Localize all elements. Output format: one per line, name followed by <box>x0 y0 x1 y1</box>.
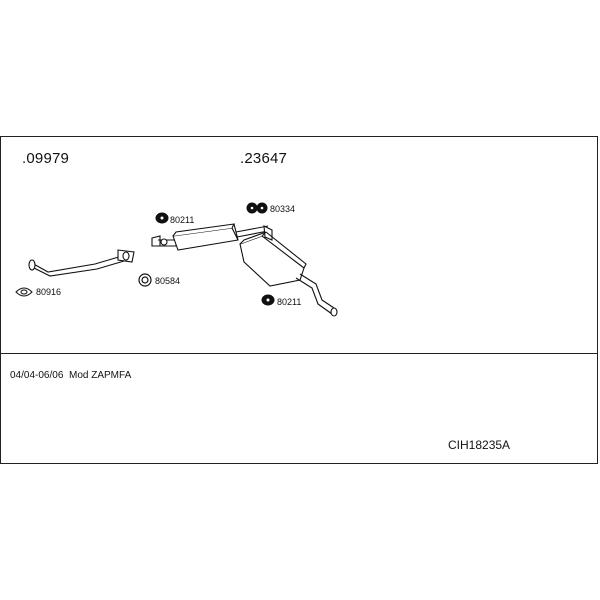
rear-silencer-drawing <box>239 225 338 317</box>
hanger-top-label: 80334 <box>270 204 296 214</box>
front-pipe-drawing <box>28 249 135 277</box>
rear-section-part-number: .23647 <box>240 150 288 167</box>
rubber-hanger-icon <box>155 212 169 224</box>
date-range: 04/04-06/06 <box>10 370 64 381</box>
hanger-mid-label: 80211 <box>170 215 195 225</box>
front-pipe-part-number: .09979 <box>22 150 70 167</box>
hanger-rear-label: 80211 <box>277 297 302 307</box>
diagram-frame <box>0 136 598 464</box>
info-divider <box>1 353 597 354</box>
gasket-icon <box>15 287 33 297</box>
rubber-hanger-double-icon <box>246 202 268 214</box>
model-label: Mod ZAPMFA <box>69 370 132 381</box>
catalog-code: CIH18235A <box>448 438 511 452</box>
ring-icon <box>138 273 152 287</box>
rubber-hanger-rear-icon <box>261 294 275 306</box>
middle-silencer-drawing <box>151 223 269 251</box>
gasket-label: 80916 <box>36 287 62 297</box>
ring-label: 80584 <box>155 276 181 286</box>
